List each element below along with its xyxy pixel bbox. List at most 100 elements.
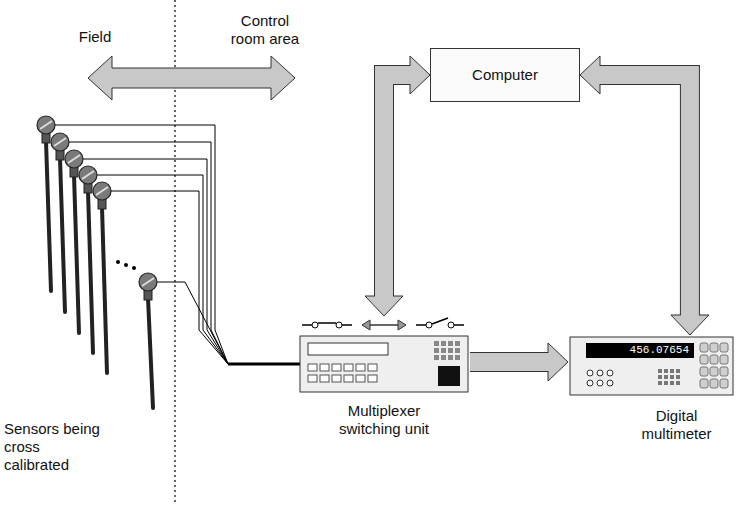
- keypad-key: [455, 355, 460, 360]
- keypad-key: [670, 375, 674, 379]
- node-label: Multiplexer switching unit: [298, 402, 470, 438]
- keypad-key: [448, 341, 453, 346]
- keypad-key: [448, 355, 453, 360]
- switch-stroke: [302, 324, 312, 326]
- node-label: Computer: [472, 66, 538, 84]
- switch-contact: [426, 322, 432, 328]
- sensor-cap: [40, 121, 52, 129]
- instrument-button: [700, 367, 708, 376]
- instrument-button: [710, 355, 718, 364]
- instrument-button: [344, 375, 353, 382]
- instrument-button: [344, 364, 353, 371]
- instrument-button: [320, 364, 329, 371]
- keypad-key: [664, 375, 668, 379]
- keypad-key: [658, 375, 662, 379]
- sensor-probe: [102, 207, 107, 373]
- instrument-button: [710, 367, 718, 376]
- sensor-probe: [148, 298, 153, 408]
- instrument-button: [720, 379, 728, 388]
- instrument-button: [332, 364, 341, 371]
- sensor-head: [139, 273, 157, 291]
- sensor-head: [37, 116, 55, 134]
- instrument-button: [356, 375, 365, 382]
- sensor-probe: [88, 191, 93, 353]
- instrument-button: [368, 375, 377, 382]
- keypad-key: [434, 355, 439, 360]
- instrument-case: [300, 336, 468, 392]
- instrument-button: [720, 367, 728, 376]
- sensor-wire: [111, 191, 228, 364]
- area-label: Control room area: [222, 12, 308, 48]
- keypad-key: [670, 369, 674, 373]
- keypad-key: [670, 381, 674, 385]
- sensor-probe: [74, 175, 79, 333]
- switch-contact: [448, 322, 454, 328]
- display-reading: 456.07654: [586, 343, 694, 358]
- ellipsis-dot: [132, 266, 136, 270]
- arrow-body: [598, 75, 690, 317]
- arrow-body: [470, 353, 550, 371]
- keypad-key: [676, 375, 680, 379]
- arrow-body: [384, 75, 412, 298]
- arrow-head: [365, 296, 403, 316]
- switch-stroke: [342, 324, 352, 326]
- arrow-head: [548, 343, 568, 381]
- instrument-panel: [438, 366, 460, 386]
- sensor-probe: [60, 158, 65, 312]
- sensor-cap: [68, 155, 80, 163]
- sensor-head: [93, 182, 111, 200]
- sensor-cap: [142, 278, 154, 286]
- switch-stroke: [454, 324, 464, 326]
- instrument-case: [570, 337, 733, 395]
- sensor-wire: [55, 125, 228, 364]
- instrument-button: [720, 343, 728, 352]
- switch-arrow: [362, 320, 406, 330]
- instrument-knob: [607, 370, 613, 376]
- keypad-key: [455, 348, 460, 353]
- sensor-group: [37, 116, 228, 408]
- keypad-key: [658, 381, 662, 385]
- switch-stroke: [318, 322, 336, 324]
- sensor-head: [65, 150, 83, 168]
- keypad-key: [455, 341, 460, 346]
- keypad-key: [441, 348, 446, 353]
- sensor-head: [79, 166, 97, 184]
- arrow-head: [671, 315, 709, 335]
- sensor-wire: [157, 282, 228, 364]
- keypad-key: [448, 348, 453, 353]
- arrow-head: [410, 56, 430, 94]
- area-label: Field: [60, 28, 130, 46]
- instrument-button: [710, 343, 718, 352]
- instrument-button: [710, 379, 718, 388]
- instrument-button: [320, 375, 329, 382]
- computer-box: Computer: [430, 48, 580, 102]
- instrument-button: [700, 343, 708, 352]
- switch-stroke: [432, 318, 448, 324]
- keypad-key: [664, 381, 668, 385]
- switch-stroke: [416, 324, 426, 326]
- keypad-key: [441, 341, 446, 346]
- node-label: Digital multimeter: [568, 407, 735, 443]
- sensor-cap: [96, 187, 108, 195]
- keypad-key: [664, 369, 668, 373]
- keypad-key: [658, 369, 662, 373]
- switch-contact: [336, 322, 342, 328]
- digital-multimeter: 456.07654Digital multimeter: [568, 335, 735, 443]
- instrument-knob: [587, 380, 593, 386]
- arrow-outline: [600, 75, 690, 315]
- ellipsis-dot: [124, 263, 128, 267]
- area-arrow: [88, 56, 295, 100]
- temperature-sensor: [139, 273, 157, 408]
- keypad-key: [676, 369, 680, 373]
- instrument-knob: [597, 380, 603, 386]
- instrument-knob: [597, 370, 603, 376]
- instrument-button: [700, 355, 708, 364]
- sensor-cap: [82, 171, 94, 179]
- keypad-key: [434, 348, 439, 353]
- sensor-probe: [46, 141, 51, 291]
- data-flow-arrow: [580, 56, 709, 335]
- keypad-key: [441, 355, 446, 360]
- instrument-drawing: [298, 316, 470, 394]
- instrument-knob: [587, 370, 593, 376]
- sensor-head: [51, 133, 69, 151]
